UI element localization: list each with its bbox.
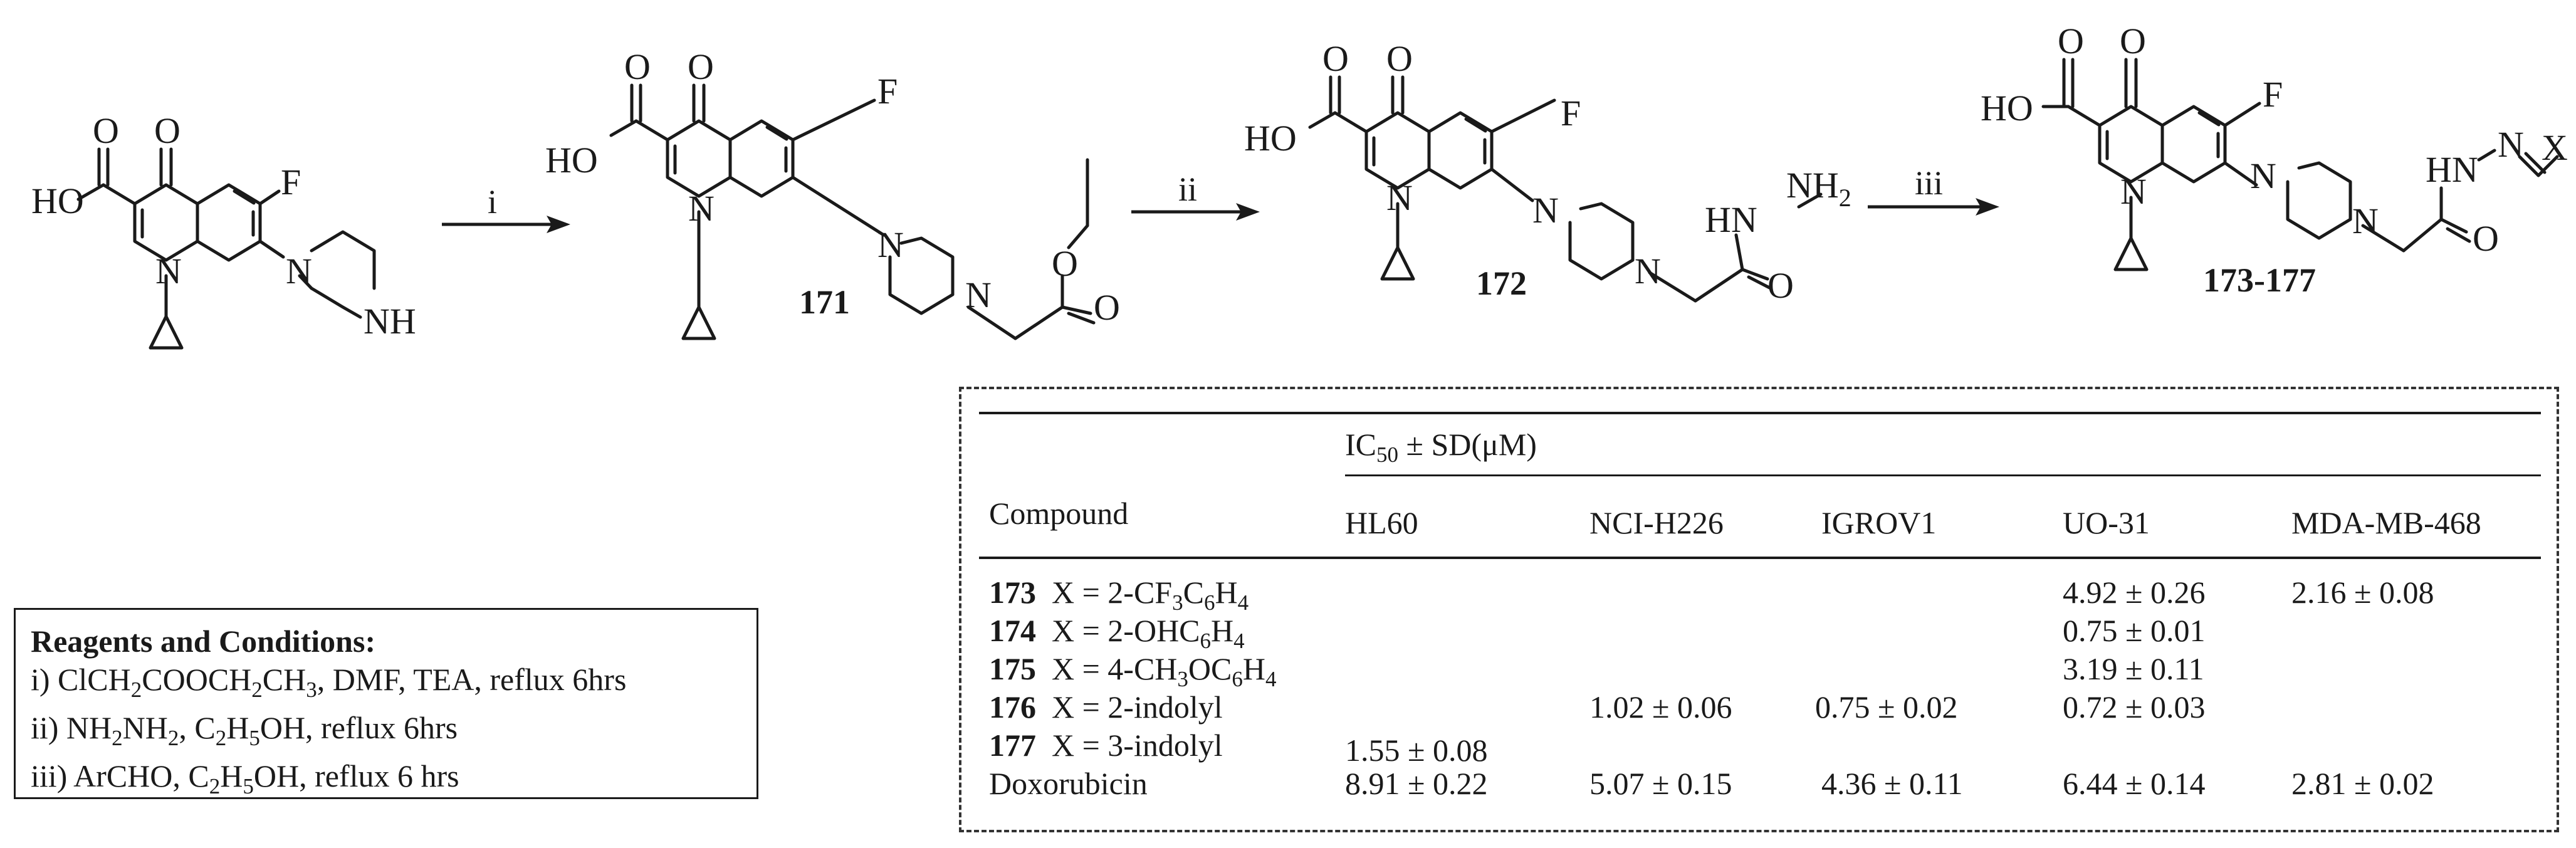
atom-F: F (877, 71, 898, 112)
atom-N: N (2498, 124, 2524, 165)
reagent-line-iii: iii) ArCHO, C2H5OH, reflux 6 hrs (31, 758, 459, 798)
row-doxorubicin-hl60: 8.91 ± 0.22 (1345, 766, 1488, 801)
row-doxorubicin-compound: Doxorubicin (989, 766, 1148, 801)
atom-N: N (1635, 251, 1661, 291)
atom-O: O (93, 110, 119, 151)
column-header-nci-h226: NCI-H226 (1589, 505, 1724, 540)
atom-O: O (2058, 21, 2084, 61)
atom-NH2: NH2 (1786, 165, 1851, 212)
table-top-rule (979, 412, 2541, 414)
atom-HO: HO (1244, 118, 1297, 159)
compound-label-172: 172 (1476, 264, 1527, 302)
atom-N: N (286, 251, 312, 291)
atom-N: N (2250, 155, 2276, 196)
atom-F: F (1561, 93, 1581, 133)
arrowhead-i (547, 216, 570, 233)
molecule-173-177 (2041, 58, 2559, 271)
row-174-uo31: 0.75 ± 0.01 (2063, 613, 2206, 648)
column-header-mda-mb-468: MDA-MB-468 (2291, 505, 2481, 540)
row-doxorubicin-igrov1: 4.36 ± 0.11 (1821, 766, 1963, 801)
row-doxorubicin-uo31: 6.44 ± 0.14 (2063, 766, 2206, 801)
arrowhead-iii (1976, 198, 1999, 216)
atom-N: N (965, 275, 992, 315)
reagents-title: Reagents and Conditions: (31, 624, 376, 659)
step-label-ii: ii (1178, 170, 1197, 208)
atom-F: F (2263, 74, 2283, 115)
molecule-ciprofloxacin (76, 147, 376, 350)
atom-N: N (2352, 201, 2379, 241)
step-label-iii: iii (1915, 164, 1943, 202)
compound-label-173-177: 173-177 (2203, 261, 2316, 299)
column-header-igrov1: IGROV1 (1821, 505, 1937, 540)
atom-O: O (688, 46, 714, 87)
column-header-hl60: HL60 (1345, 505, 1418, 540)
atom-O: O (2473, 218, 2499, 259)
atom-N: N (155, 251, 182, 291)
row-177-hl60: 1.55 ± 0.08 (1345, 733, 1488, 768)
row-doxorubicin-nci-h226: 5.07 ± 0.15 (1589, 766, 1732, 801)
ic50-header: IC50 ± SD(μM) (1345, 427, 1537, 467)
reaction-scheme: O O HO F N N NH i O O HO F N N N O (31, 21, 2568, 350)
row-173-uo31: 4.92 ± 0.26 (2063, 575, 2206, 610)
atom-X: X (2542, 127, 2568, 168)
atom-N: N (688, 188, 715, 229)
atom-O: O (154, 110, 181, 151)
atom-F: F (281, 162, 301, 202)
table-header-rule (979, 557, 2541, 559)
compound-label-171: 171 (799, 283, 850, 321)
reagents-and-conditions-box: Reagents and Conditions: i) ClCH2COOCH2C… (14, 608, 758, 799)
row-176-igrov1: 0.75 ± 0.02 (1815, 689, 1958, 725)
atom-O: O (1386, 38, 1413, 79)
atom-NH: NH (364, 301, 416, 342)
atom-HO: HO (1981, 88, 2033, 128)
atom-HN: HN (1705, 199, 1757, 240)
molecule-172 (1308, 75, 1823, 303)
row-176-compound: 176 X = 2-indolyl (989, 689, 1223, 725)
molecule-171 (609, 83, 1096, 340)
row-176-nci-h226: 1.02 ± 0.06 (1589, 689, 1732, 725)
row-doxorubicin-mda-mb-468: 2.81 ± 0.02 (2291, 766, 2434, 801)
arrowhead-ii (1236, 203, 1260, 221)
reagent-line-i: i) ClCH2COOCH2CH3, DMF, TEA, reflux 6hrs (31, 662, 627, 702)
step-label-i: i (488, 183, 497, 221)
atom-O: O (1767, 265, 1794, 306)
atom-O: O (1322, 38, 1349, 79)
row-175-compound: 175 X = 4-CH3OC6H4 (989, 651, 1277, 691)
atom-N: N (2120, 171, 2147, 212)
atom-HO: HO (545, 140, 598, 181)
row-173-mda-mb-468: 2.16 ± 0.08 (2291, 575, 2434, 610)
row-176-uo31: 0.72 ± 0.03 (2063, 689, 2206, 725)
column-header-uo-31: UO-31 (2063, 505, 2150, 540)
row-175-uo31: 3.19 ± 0.11 (2063, 651, 2204, 686)
ic50-table: IC50 ± SD(μM) Compound HL60 NCI-H226 IGR… (959, 387, 2559, 832)
atom-O: O (2120, 21, 2146, 61)
atom-O: O (624, 46, 651, 87)
atom-N: N (877, 224, 904, 265)
atom-HO: HO (31, 181, 84, 221)
atom-O: O (1052, 243, 1078, 284)
atom-N: N (1386, 177, 1413, 218)
compound-header: Compound (989, 496, 1129, 531)
atom-HN: HN (2426, 149, 2478, 190)
atom-N: N (1532, 190, 1559, 231)
row-174-compound: 174 X = 2-OHC6H4 (989, 613, 1245, 653)
row-173-compound: 173 X = 2-CF3C6H4 (989, 575, 1249, 615)
ic50-header-rule (1345, 474, 2541, 476)
reagent-line-ii: ii) NH2NH2, C2H5OH, reflux 6hrs (31, 710, 458, 750)
row-177-compound: 177 X = 3-indolyl (989, 728, 1223, 763)
atom-O: O (1094, 287, 1120, 328)
